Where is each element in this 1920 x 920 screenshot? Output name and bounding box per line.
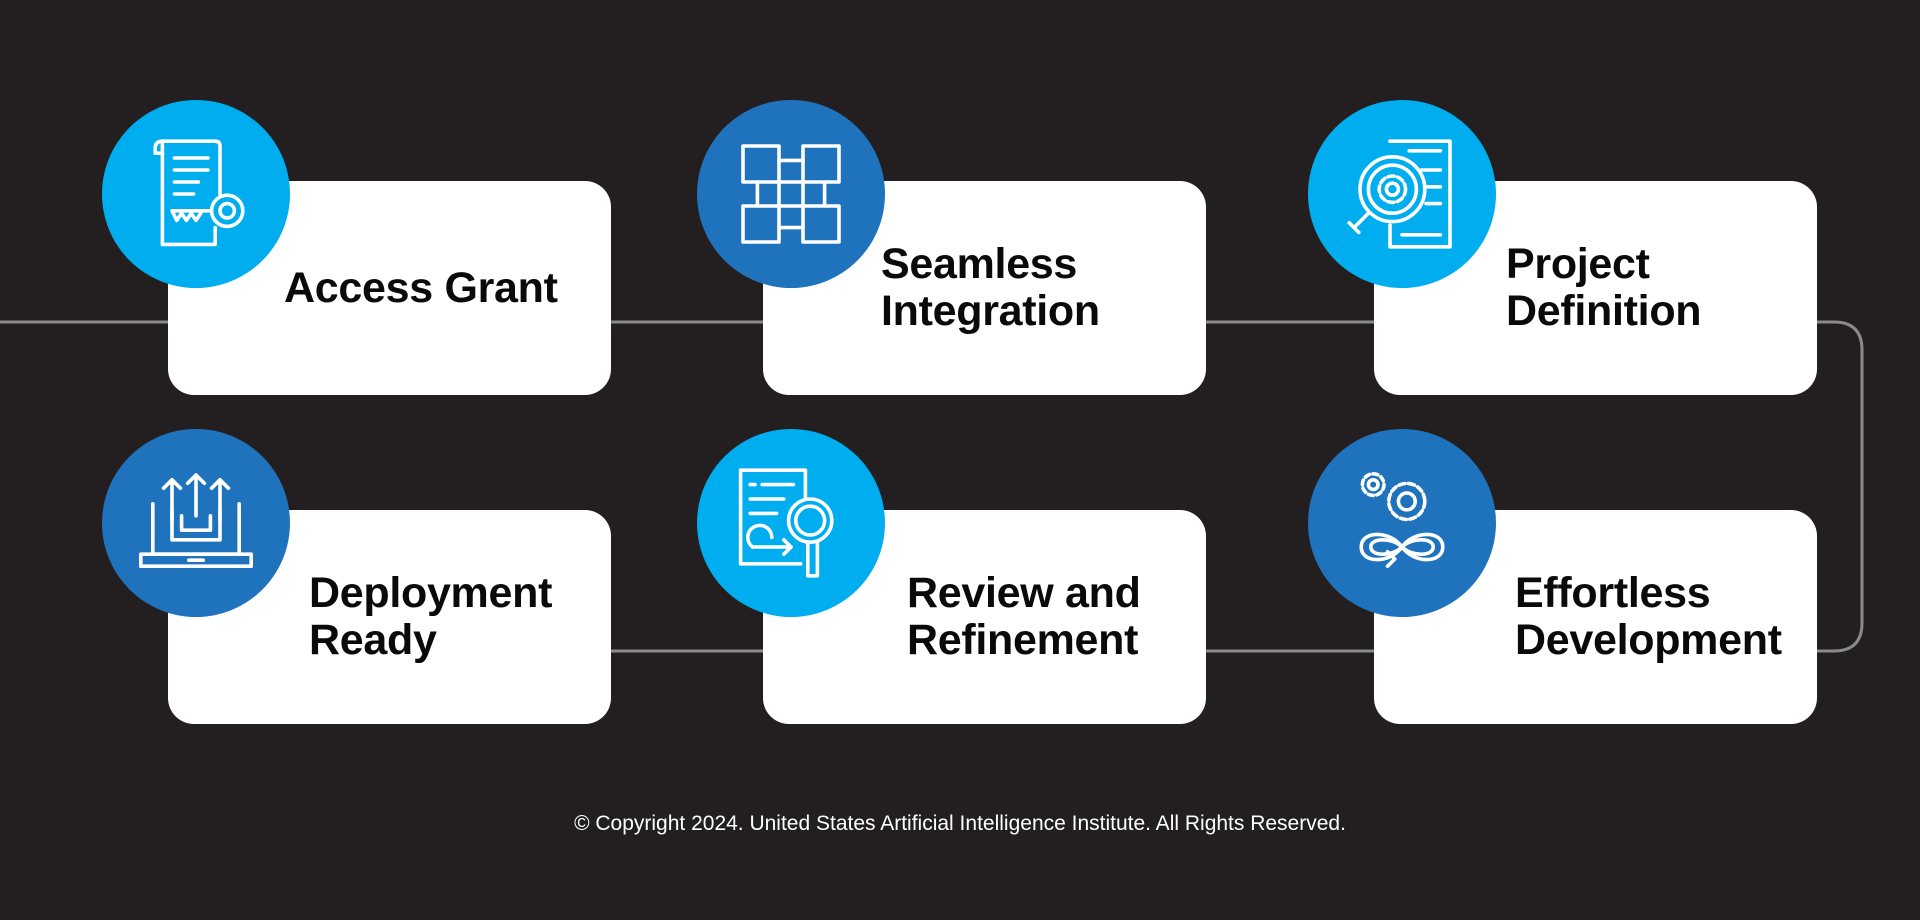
gears-infinity-icon — [1359, 472, 1445, 568]
step-badge-deployment-ready — [102, 429, 290, 617]
document-key-icon — [153, 139, 245, 247]
step-badge-review-and-refinement — [697, 429, 885, 617]
step-label: Project Definition — [1506, 240, 1702, 335]
connector-path — [0, 320, 1864, 653]
copyright-footer: © Copyright 2024. United States Artifici… — [574, 812, 1346, 835]
integration-blocks-icon — [741, 144, 841, 244]
step-badge-project-definition — [1308, 100, 1496, 288]
step-badge-access-grant — [102, 100, 290, 288]
laptop-upload-icon — [139, 473, 253, 568]
step-badge-effortless-development — [1308, 429, 1496, 617]
step-badge-seamless-integration — [697, 100, 885, 288]
step-label: Access Grant — [284, 263, 558, 312]
step-label: Deployment Ready — [309, 569, 553, 664]
step-label: Effortless Development — [1515, 569, 1782, 664]
step-label: Review and Refinement — [907, 569, 1141, 664]
step-label: Seamless Integration — [881, 240, 1100, 335]
document-search-icon — [738, 468, 834, 578]
document-gear-magnifier-icon — [1347, 139, 1452, 249]
